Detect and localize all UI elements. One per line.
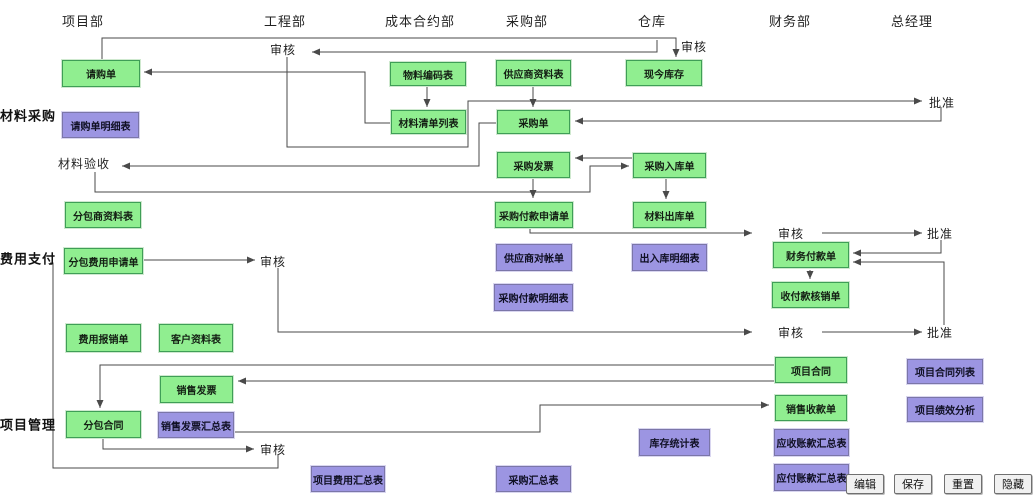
label-approve-payment: 批准 [927,227,954,241]
section-project-management: 项目管理 [0,417,57,433]
node-project-contract-list[interactable]: 项目合同列表 [907,359,983,384]
node-payables-summary[interactable]: 应付账款汇总表 [774,464,849,491]
node-supplier-statement[interactable]: 供应商对帐单 [496,244,572,271]
node-sales-receipt[interactable]: 销售收款单 [775,395,847,421]
label-audit-engineering: 审核 [270,43,297,57]
node-purchase-request-detail[interactable]: 请购单明细表 [62,112,139,138]
column-header-dept-cost-contract: 成本合约部 [384,14,456,29]
section-expense-payment: 费用支付 [0,251,57,267]
node-project-expense-summary[interactable]: 项目费用汇总表 [311,466,385,492]
node-purchase-payment-detail[interactable]: 采购付款明细表 [494,284,573,311]
node-customer-info[interactable]: 客户资料表 [159,324,233,352]
node-sales-invoice[interactable]: 销售发票 [160,376,233,403]
hide-button[interactable]: 隐藏 [994,474,1032,494]
node-supplier-info-table[interactable]: 供应商资料表 [496,60,571,86]
node-sales-invoice-summary[interactable]: 销售发票汇总表 [158,412,234,438]
reset-button[interactable]: 重置 [944,474,982,494]
node-purchase-request[interactable]: 请购单 [62,60,140,87]
node-material-list[interactable]: 材料清单列表 [391,110,466,134]
node-inout-warehouse-detail[interactable]: 出入库明细表 [632,244,707,271]
column-header-dept-purchasing: 采购部 [505,14,549,29]
label-audit-payment: 审核 [778,227,805,241]
node-project-contract[interactable]: 项目合同 [775,357,847,383]
node-payment-writeoff[interactable]: 收付款核销单 [772,282,849,308]
column-header-dept-finance: 财务部 [768,14,812,29]
label-audit-row2: 审核 [778,326,805,340]
column-header-dept-warehouse: 仓库 [637,14,667,29]
label-audit-warehouse: 审核 [681,40,708,54]
node-expense-reimbursement[interactable]: 费用报销单 [66,324,141,352]
node-subcontract-expense-request[interactable]: 分包费用申请单 [64,248,143,274]
section-material-procurement: 材料采购 [0,108,57,124]
column-header-dept-general-manager: 总经理 [890,14,934,29]
node-purchase-summary[interactable]: 采购汇总表 [496,466,571,492]
node-inventory-stats[interactable]: 库存统计表 [639,429,710,456]
node-subcontract[interactable]: 分包合同 [66,411,141,438]
node-subcontractor-info[interactable]: 分包商资料表 [65,202,141,228]
node-current-inventory[interactable]: 现今库存 [626,60,702,86]
label-approve-po: 批准 [929,96,956,110]
node-project-performance[interactable]: 项目绩效分析 [907,397,983,422]
node-purchase-inbound[interactable]: 采购入库单 [633,153,706,178]
node-receivables-summary[interactable]: 应收账款汇总表 [774,429,849,456]
node-finance-payment[interactable]: 财务付款单 [773,242,849,268]
save-button[interactable]: 保存 [894,474,932,494]
label-approve-row2: 批准 [927,326,954,340]
label-audit-subcontract-expense: 审核 [260,255,287,269]
label-audit-subcontract: 审核 [260,443,287,457]
column-header-dept-project: 项目部 [61,14,105,29]
column-header-dept-engineering: 工程部 [263,14,307,29]
node-purchase-invoice[interactable]: 采购发票 [497,152,570,178]
node-purchase-payment-request[interactable]: 采购付款申请单 [495,202,573,228]
node-material-code-table[interactable]: 物料编码表 [390,62,466,86]
node-purchase-order[interactable]: 采购单 [497,110,570,134]
edit-button[interactable]: 编辑 [846,474,884,494]
node-material-outbound[interactable]: 材料出库单 [633,202,706,228]
label-material-acceptance: 材料验收 [58,157,111,171]
